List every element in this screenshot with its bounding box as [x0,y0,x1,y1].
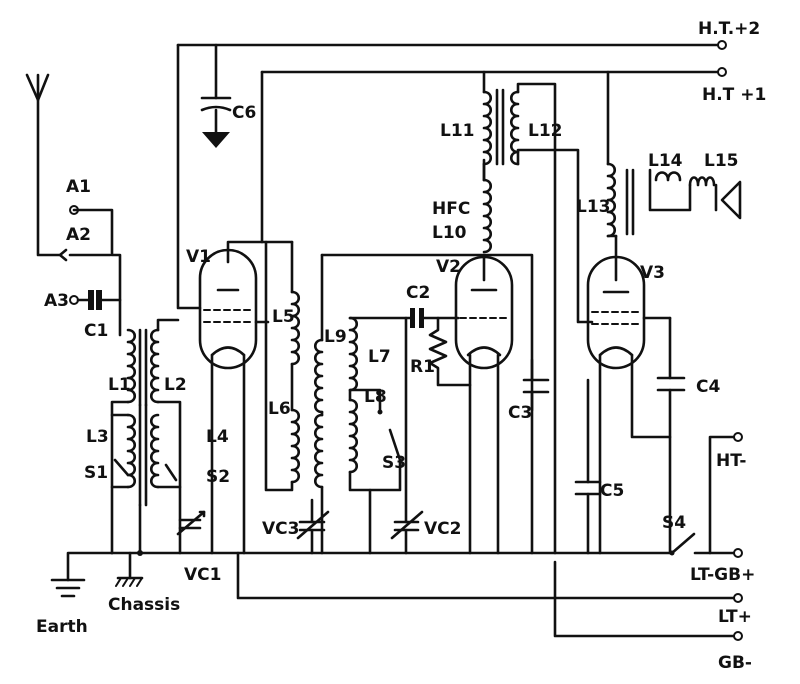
bus-wires [110,43,737,638]
a2-label: A2 [66,225,91,245]
gb-minus-label: GB- [718,653,752,673]
valve-v3 [586,234,672,555]
s1-label: S1 [84,463,108,483]
transformer-l11-l12 [482,70,594,555]
a1-label: A1 [66,177,91,197]
lt-gb-label: LT-GB+ [690,565,755,585]
s4-label: S4 [662,513,686,533]
c3-label: C3 [508,403,532,423]
capacitor-c6 [200,96,232,148]
a3-label: A3 [44,291,69,311]
capacitor-c4 [642,316,686,439]
hfc-label: HFC [432,199,470,219]
l4-label: L4 [206,427,229,447]
valve-v2 [454,253,514,555]
vc3-label: VC3 [262,519,299,539]
v1-label: V1 [186,247,211,267]
coil-l1-l2 [110,318,182,555]
transformer-l13 [606,70,635,238]
l12-label: L12 [528,121,563,141]
ht2-terminal [717,40,727,50]
l9-label: L9 [324,327,347,347]
variable-capacitor-vc2 [390,316,424,555]
switch-s4 [669,532,696,556]
lt-gb-terminal [733,548,743,558]
valve-v1 [198,240,294,555]
ht-minus-terminal [733,432,743,442]
variable-capacitor-vc3 [296,498,330,555]
earth-label: Earth [36,617,88,637]
r1-label: R1 [410,357,435,377]
lt-plus-label: LT+ [718,607,752,627]
vc2-label: VC2 [424,519,461,539]
earth-symbol [50,551,114,598]
l14-label: L14 [648,151,683,171]
coil-l7-l8 [348,316,412,555]
l8-label: L8 [364,387,387,407]
ht1-label: H.T +1 [702,85,766,105]
vc1-label: VC1 [184,565,221,585]
l6-label: L6 [268,399,291,419]
lt-plus-terminal [733,593,743,603]
l2-label: L2 [164,375,187,395]
l11-label: L11 [440,121,475,141]
c4-label: C4 [696,377,720,397]
c6-label: C6 [232,103,256,123]
component-labels: H.T.+2 H.T +1 HT- LT-GB+ LT+ GB- S4 Eart… [36,19,766,673]
l3-label: L3 [86,427,109,447]
l13-label: L13 [576,197,611,217]
ht1-terminal [717,67,727,77]
s2-label: S2 [206,467,230,487]
l10-label: L10 [432,223,467,243]
v2-label: V2 [436,257,461,277]
aerial [25,73,122,337]
s3-label: S3 [382,453,406,473]
capacitor-c5 [574,378,602,555]
chassis-label: Chassis [108,595,180,615]
gb-minus-terminal [733,631,743,641]
resistor-r1 [428,316,472,387]
chassis-symbol [115,551,144,587]
l7-label: L7 [368,347,391,367]
l1-label: L1 [108,375,131,395]
output-terminals [717,40,743,641]
c5-label: C5 [600,481,624,501]
c1-label: C1 [84,321,108,341]
capacitor-c3 [522,358,550,412]
coil-l9 [313,253,534,555]
ht2-label: H.T.+2 [698,19,760,39]
v3-label: V3 [640,263,665,283]
ht-minus-label: HT- [716,451,746,471]
capacitor-c2 [410,308,460,328]
coil-l3-l4 [110,403,182,556]
variable-capacitor-vc1 [176,510,206,536]
speaker-l14-l15 [648,168,742,220]
coil-l5-l6 [264,240,301,492]
c2-label: C2 [406,283,430,303]
l15-label: L15 [704,151,739,171]
l5-label: L5 [272,307,295,327]
